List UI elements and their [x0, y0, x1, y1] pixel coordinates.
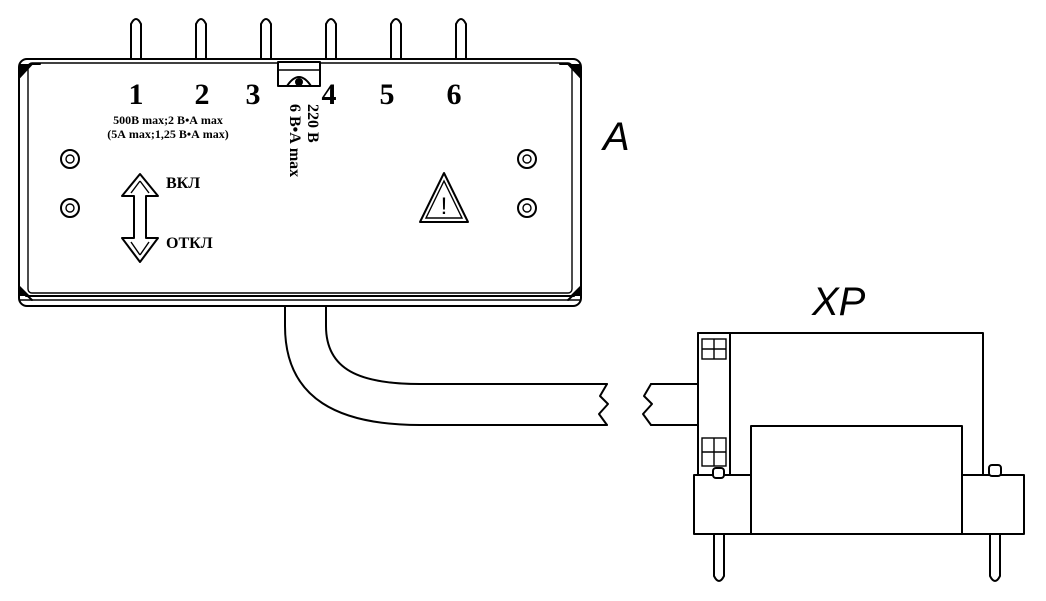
state-on-label: ВКЛ [166, 175, 200, 192]
coil-rating: 220 В 6 В•А max [286, 104, 321, 177]
terminal-label-2: 2 [195, 78, 210, 111]
terminal-pins [130, 18, 467, 61]
terminal-label-5: 5 [380, 78, 395, 111]
warning-mark: ! [441, 193, 448, 220]
double-arrow-icon [121, 173, 159, 263]
terminal-label-3: 3 [246, 78, 261, 111]
terminal-pin-2 [195, 18, 207, 61]
coil-socket [277, 61, 321, 87]
connector-designator: XP [811, 280, 866, 324]
relay-body [18, 58, 582, 307]
rating-text-2: (5А max;1,25 В•А max) [107, 127, 229, 141]
terminal-label-6: 6 [447, 78, 462, 111]
rating-text-1: 500В max;2 В•А max [113, 113, 223, 127]
state-off-label: ОТКЛ [166, 235, 213, 252]
screw-icon [60, 149, 537, 218]
warning-triangle-icon: ! [419, 172, 469, 223]
coil-voltage-text: 220 В [304, 104, 321, 143]
cable [284, 305, 699, 426]
terminal-pin-1 [130, 18, 142, 61]
terminal-pin-5 [390, 18, 402, 61]
terminal-labels: 1 2 3 4 5 6 [129, 78, 462, 111]
terminal-label-1: 1 [129, 78, 144, 111]
terminal-pin-4 [325, 18, 337, 61]
terminal-pin-3 [260, 18, 272, 61]
coil-power-text: 6 В•А max [286, 104, 303, 177]
terminal-pin-6 [455, 18, 467, 61]
connector-xp [693, 332, 1025, 582]
relay-designator: A [601, 115, 630, 159]
terminal-label-4: 4 [322, 78, 337, 111]
